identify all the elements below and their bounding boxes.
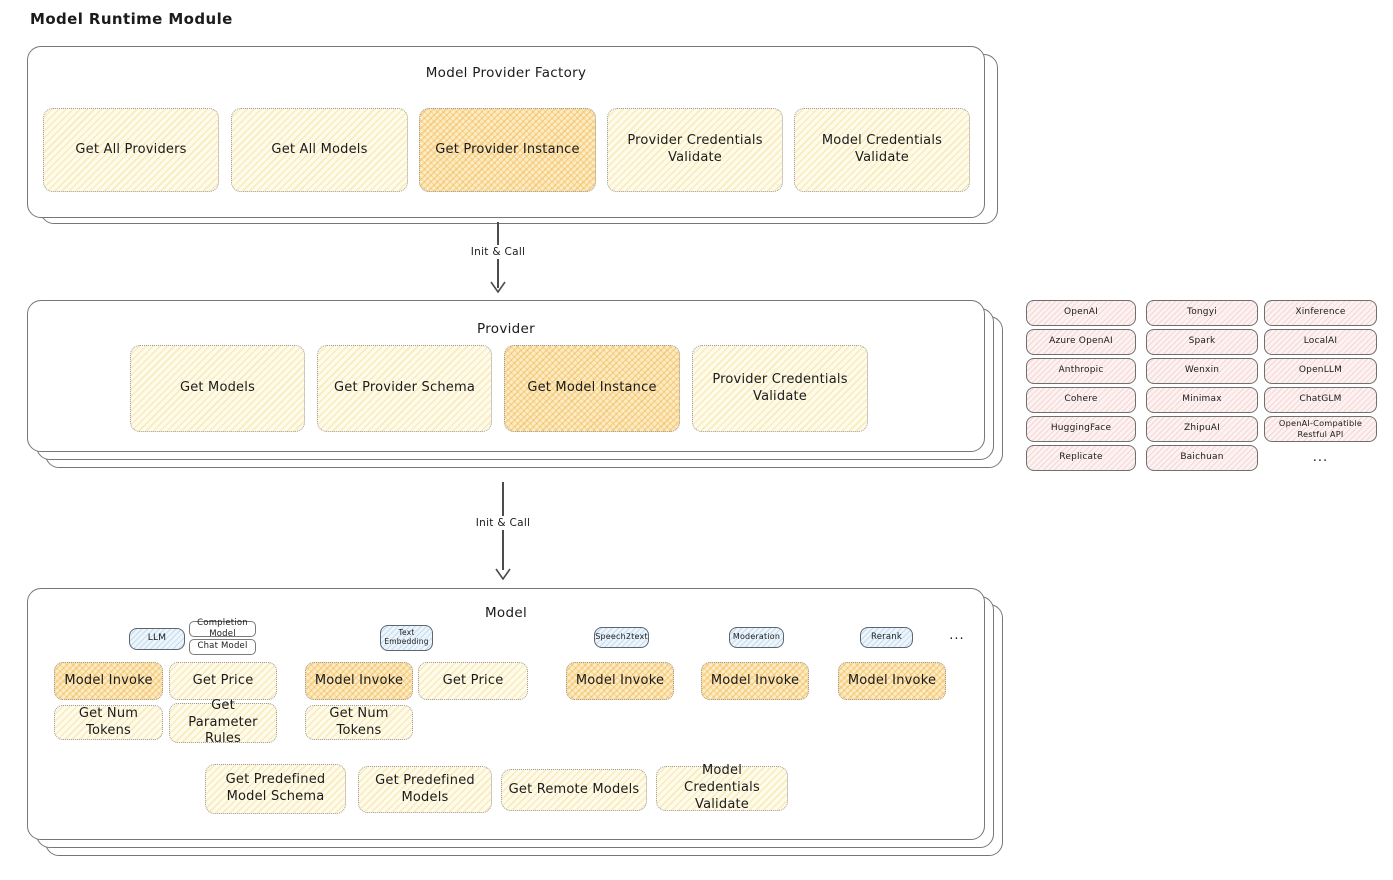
provider-pill-openllm: OpenLLM (1264, 358, 1377, 384)
tag-speech2text: Speech2text (594, 627, 649, 648)
model-node-get-remote-models: Get Remote Models (501, 769, 647, 811)
provider-pill-localai: LocalAI (1264, 329, 1377, 355)
model-node-embedding-model-invoke: Model Invoke (305, 662, 413, 700)
model-node-rerank-model-invoke: Model Invoke (838, 662, 946, 700)
provider-pill-minimax: Minimax (1146, 387, 1258, 413)
model-node-model-credentials-validate: Model Credentials Validate (656, 763, 788, 812)
tag-text-embedding: Text Embedding (380, 625, 433, 651)
provider-pill-chatglm: ChatGLM (1264, 387, 1377, 413)
model-tags-more-ellipsis: ... (949, 628, 965, 643)
provider-pill-replicate: Replicate (1026, 445, 1136, 471)
provider-pill-tongyi: Tongyi (1146, 300, 1258, 326)
provider-node-get-models: Get Models (130, 345, 305, 432)
provider-node-provider-credentials-validate: Provider Credentials Validate (692, 345, 868, 432)
tag-rerank: Rerank (860, 627, 913, 648)
page-title: Model Runtime Module (30, 10, 233, 28)
provider-pill-azure-openai: Azure OpenAI (1026, 329, 1136, 355)
model-node-moderation-model-invoke: Model Invoke (701, 662, 809, 700)
arrowhead-down-icon (495, 568, 511, 580)
provider-node-get-provider-schema: Get Provider Schema (317, 345, 492, 432)
tag-moderation: Moderation (729, 627, 784, 648)
factory-node-get-provider-instance: Get Provider Instance (419, 108, 596, 192)
provider-pill-huggingface: HuggingFace (1026, 416, 1136, 442)
arrowhead-down-icon (490, 281, 506, 293)
provider-title: Provider (477, 321, 535, 337)
model-node-embedding-get-num-tokens: Get Num Tokens (305, 705, 413, 740)
factory-title: Model Provider Factory (425, 65, 587, 81)
model-title: Model (484, 605, 528, 621)
providers-more-ellipsis: ... (1312, 450, 1329, 465)
tag-completion-model: Completion Model (189, 618, 256, 639)
model-node-llm-get-parameter-rules: Get Parameter Rules (169, 698, 277, 746)
tag-llm: LLM (129, 628, 185, 650)
factory-node-model-credentials-validate: Model Credentials Validate (794, 108, 970, 192)
provider-pill-openai-compatible: OpenAI-Compatible Restful API (1264, 416, 1377, 442)
model-node-llm-get-price: Get Price (169, 662, 277, 700)
model-node-embedding-get-price: Get Price (418, 662, 528, 700)
provider-pill-wenxin: Wenxin (1146, 358, 1258, 384)
factory-node-get-all-models: Get All Models (231, 108, 408, 192)
provider-pill-openai: OpenAI (1026, 300, 1136, 326)
factory-node-get-all-providers: Get All Providers (43, 108, 219, 192)
factory-node-provider-credentials-validate: Provider Credentials Validate (607, 108, 783, 192)
arrow-label-init-call-top: Init & Call (455, 245, 541, 259)
model-node-get-predefined-models: Get Predefined Models (358, 766, 492, 813)
provider-pill-spark: Spark (1146, 329, 1258, 355)
model-node-llm-model-invoke: Model Invoke (54, 662, 163, 700)
provider-pill-cohere: Cohere (1026, 387, 1136, 413)
provider-node-get-model-instance: Get Model Instance (504, 345, 680, 432)
provider-pill-anthropic: Anthropic (1026, 358, 1136, 384)
arrow-label-init-call-bottom: Init & Call (460, 516, 546, 530)
model-node-speech2text-model-invoke: Model Invoke (566, 662, 674, 700)
tag-chat-model: Chat Model (189, 639, 256, 655)
provider-pill-baichuan: Baichuan (1146, 445, 1258, 471)
provider-pill-xinference: Xinference (1264, 300, 1377, 326)
model-node-get-predefined-model-schema: Get Predefined Model Schema (205, 764, 346, 814)
provider-pill-zhipuai: ZhipuAI (1146, 416, 1258, 442)
model-node-llm-get-num-tokens: Get Num Tokens (54, 705, 163, 740)
